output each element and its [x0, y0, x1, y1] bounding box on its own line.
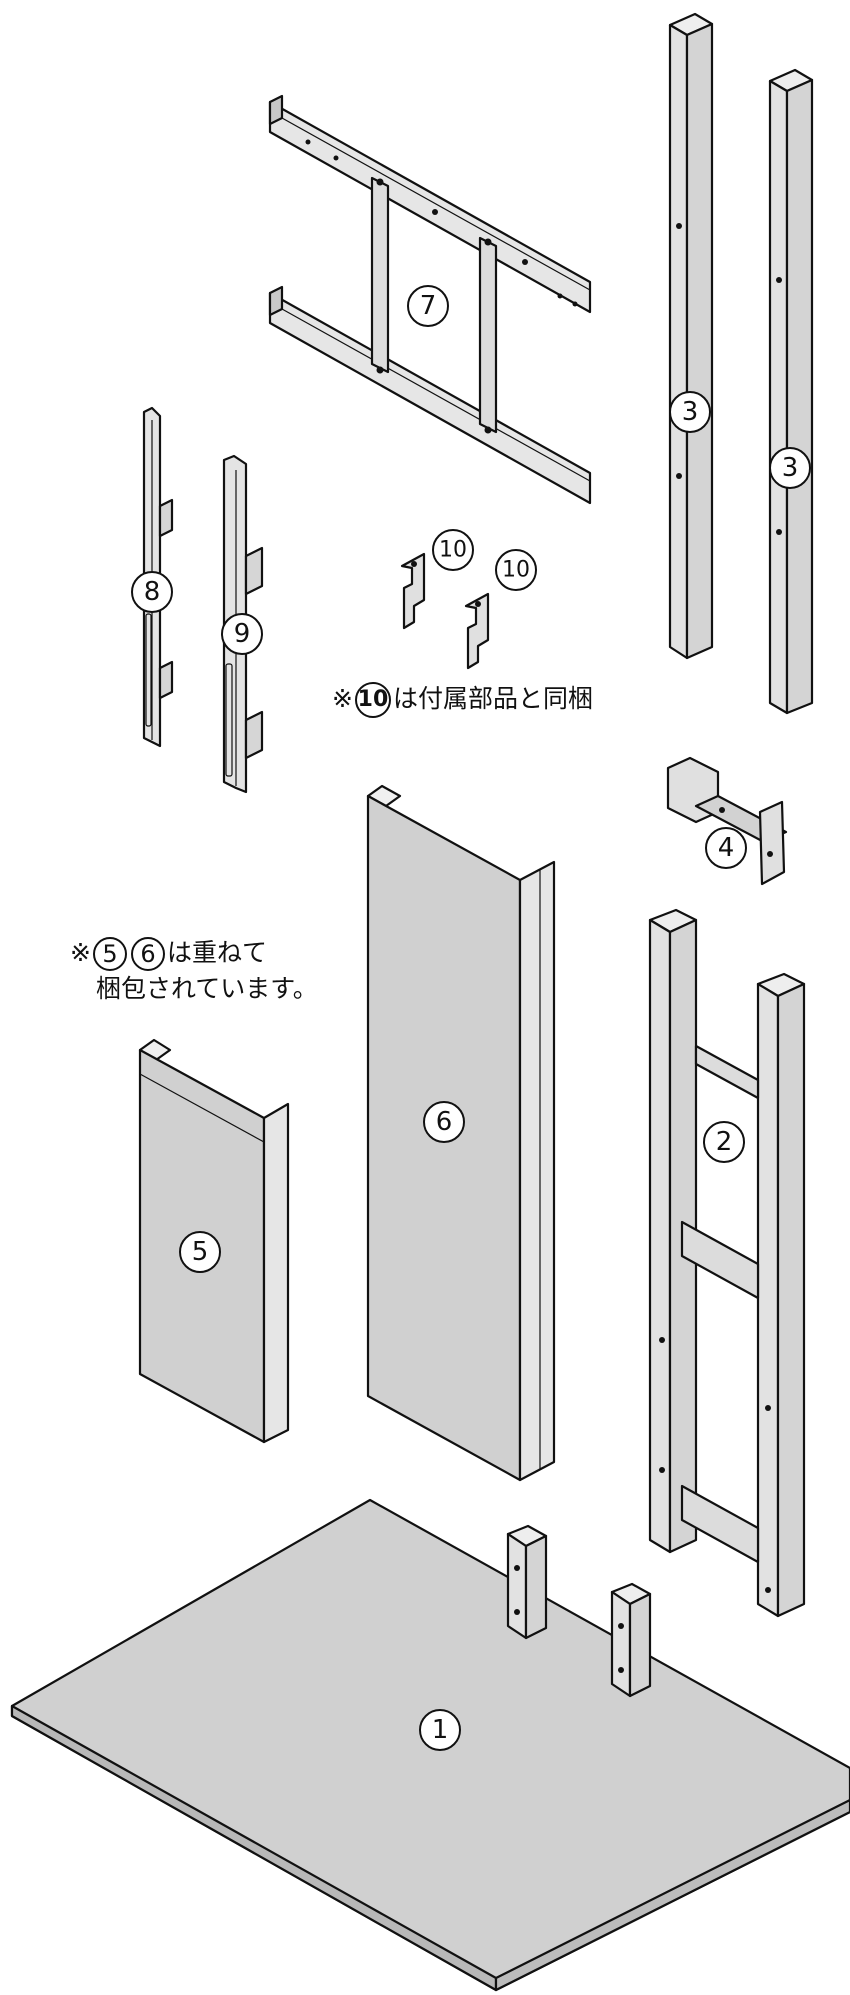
note-mark: ※ [70, 938, 91, 967]
note-mark: ※ [332, 684, 353, 713]
callout-10a-number: 10 [439, 538, 467, 563]
callout-3a-number: 3 [682, 397, 699, 427]
callout-7-number: 7 [420, 291, 437, 321]
upper-post-right-part [768, 68, 814, 715]
callout-9-number: 9 [234, 619, 251, 649]
mounting-frame-part [268, 94, 592, 505]
callout-2: 2 [703, 1121, 745, 1163]
callout-1-number: 1 [432, 1715, 449, 1745]
callout-1: 1 [419, 1709, 461, 1751]
callout-8: 8 [131, 571, 173, 613]
callout-7: 7 [407, 285, 449, 327]
callout-10b-number: 10 [502, 558, 530, 583]
note-ref-10: 10 [354, 682, 391, 718]
callout-8-number: 8 [144, 577, 161, 607]
connecting-bracket-part [666, 756, 788, 886]
callout-6-number: 6 [436, 1107, 453, 1137]
small-hook-1-part [400, 552, 426, 630]
note-ref-5: 5 [92, 937, 127, 971]
packing-note-text-1: は重ねて [166, 938, 267, 967]
callout-10b: 10 [495, 549, 537, 591]
callout-2-number: 2 [716, 1127, 733, 1157]
packing-note-line2: 梱包されています。 [96, 972, 318, 1006]
callout-3b-number: 3 [782, 453, 799, 483]
callout-10a: 10 [432, 529, 474, 571]
callout-3a: 3 [669, 391, 711, 433]
accessory-note-text: は付属部品と同梱 [392, 684, 593, 713]
small-hook-2-part [464, 592, 490, 670]
callout-4: 4 [705, 827, 747, 869]
note-ref-6: 6 [130, 937, 165, 971]
callout-5: 5 [179, 1231, 221, 1273]
callout-6: 6 [423, 1101, 465, 1143]
callout-3b: 3 [769, 447, 811, 489]
upper-post-left-part [668, 12, 714, 660]
packing-note-text-2: 梱包されています。 [96, 974, 318, 1003]
callout-9: 9 [221, 613, 263, 655]
callout-5-number: 5 [192, 1237, 209, 1267]
callout-4-number: 4 [718, 833, 735, 863]
lower-column-frame-part [648, 908, 806, 1618]
